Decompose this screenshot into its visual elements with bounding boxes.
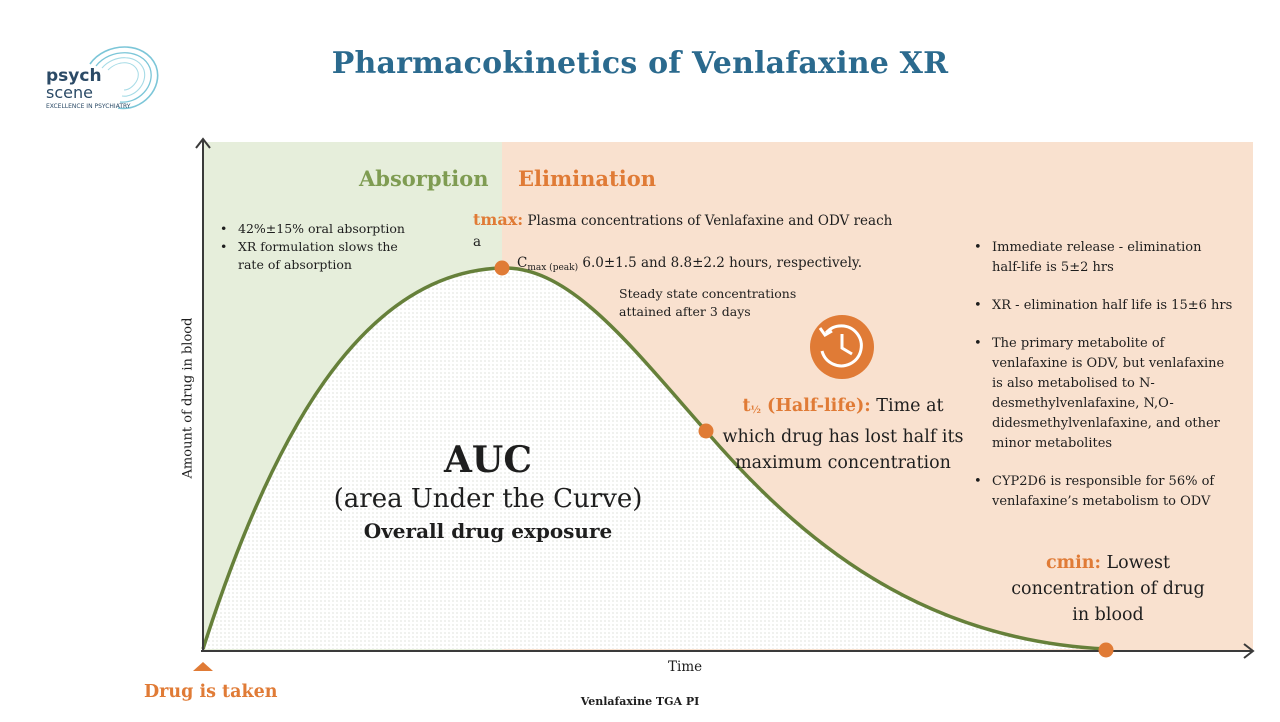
psych-scene-logo: psych scene EXCELLENCE IN PSYCHIATRY [40,40,170,120]
tmax-point [494,260,510,276]
elimination-phase-label: Elimination [518,166,656,191]
half-life-subscript: ½ [750,405,761,416]
elimination-note: CYP2D6 is responsible for 56% of venlafa… [974,472,1234,512]
half-life-point [698,423,714,439]
y-axis-label: Amount of drug in blood [180,317,196,479]
logo-tagline: EXCELLENCE IN PSYCHIATRY [46,103,131,110]
elimination-note: The primary metabolite of venlafaxine is… [974,334,1234,454]
clock-history-icon [810,315,874,379]
logo-swirl-icon [89,46,159,110]
cmin-point [1098,642,1114,658]
drug-taken-label: Drug is taken [144,682,278,702]
absorption-note: XR formulation slows the rate of absorpt… [220,238,420,274]
absorption-note: 42%±15% oral absorption [220,220,420,238]
cmin-text: Lowest concentration of drug in blood [1011,553,1205,625]
logo-text-psych: psych [46,66,102,86]
auc-area-fill [203,267,1106,649]
tmax-line2: Cmax (peak) 6.0±1.5 and 8.8±2.2 hours, r… [473,253,893,279]
half-life-key: (Half-life): [760,396,871,416]
cmax-symbol: C [517,255,528,271]
tmax-annotation: tmax: Plasma concentrations of Venlafaxi… [473,209,893,279]
steady-state-note: Steady state concentrations attained aft… [619,286,797,319]
absorption-phase-label: Absorption [359,166,489,191]
tmax-key: tmax: [473,210,524,229]
auc-description: Overall drug exposure [363,519,613,543]
drug-taken-marker-icon [193,662,213,671]
logo-text-scene: scene [46,83,93,102]
tmax-values: 6.0±1.5 and 8.8±2.2 hours, respectively. [582,255,863,271]
auc-label: AUC (area Under the Curve) Overall drug … [318,438,658,546]
half-life-annotation: t½ (Half-life): Time at which drug has l… [718,393,968,476]
elimination-note: Immediate release - elimination half-lif… [974,238,1234,278]
page-title: Pharmacokinetics of Venlafaxine XR [331,46,949,81]
cmin-key: cmin: [1045,553,1101,573]
absorption-notes: 42%±15% oral absorption XR formulation s… [220,220,420,274]
auc-title: AUC [444,439,532,481]
x-axis [201,643,1255,659]
source-citation: Venlafaxine TGA PI [580,695,700,708]
elimination-note: XR - elimination half life is 15±6 hrs [974,296,1234,316]
half-life-symbol: t [742,396,751,416]
tmax-text: Plasma concentrations of Venlafaxine and… [473,213,893,250]
y-axis [195,137,211,652]
cmin-annotation: cmin: Lowest concentration of drug in bl… [1010,550,1206,628]
elimination-notes: Immediate release - elimination half-lif… [974,238,1234,530]
x-axis-label: Time [668,659,703,675]
auc-subtitle: (area Under the Curve) [333,484,643,514]
cmax-subscript: max (peak) [527,263,579,273]
concentration-curve [201,266,1107,651]
half-life-text: Time at which drug has lost half its max… [722,396,964,473]
